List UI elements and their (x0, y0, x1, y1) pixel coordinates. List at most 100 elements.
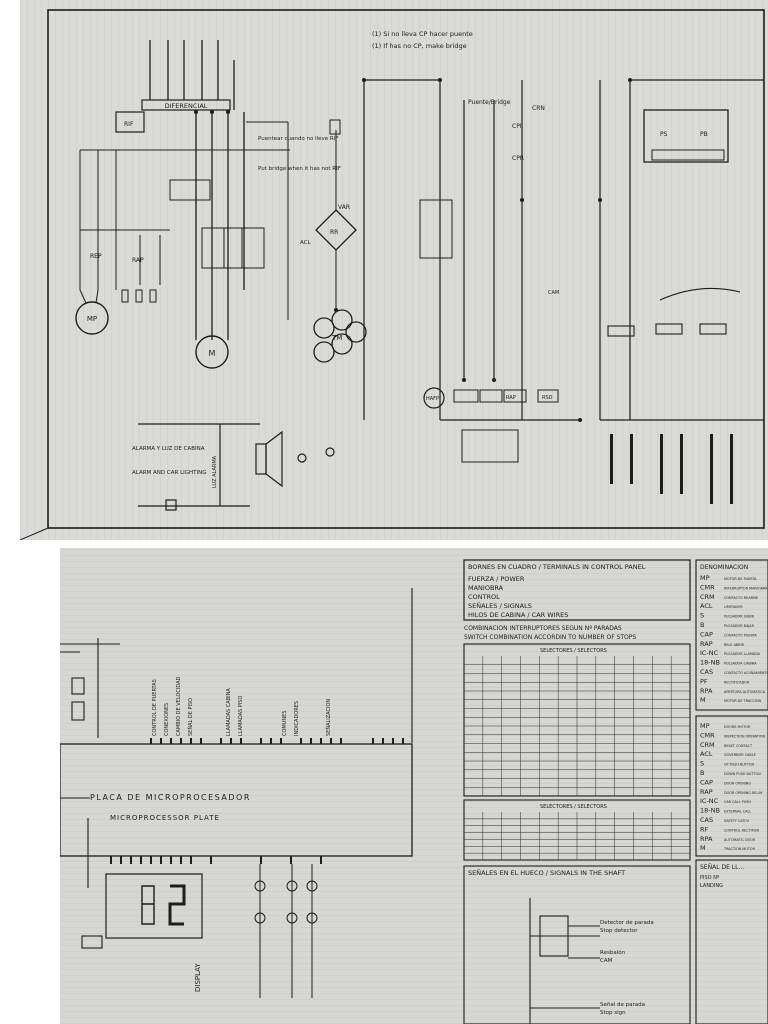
denomination-code: M (700, 844, 706, 852)
denomination-description: CAR CALL PUSH (724, 800, 751, 804)
denomination-code: CMR (700, 731, 715, 739)
mp-label: MP (87, 315, 97, 323)
rap-label: RAP (132, 257, 144, 264)
denomination-description: CONTACTO REARME (724, 596, 758, 600)
denomination-description: INTERRUPTOR MANIOBRA (724, 586, 768, 590)
bottom-relays (453, 389, 559, 463)
selector-grid-2: SELECTORES / SELECTORS (463, 799, 691, 861)
hafp-label: HAFP (426, 396, 439, 402)
denomination-code: CRM (700, 741, 715, 749)
denomination-description: DOWN PUSH BUTTON (724, 772, 761, 776)
denomination-description: RELE ABRIR (724, 643, 745, 647)
junction-nodes (194, 78, 632, 422)
denomination-description: LIMITADOR (724, 605, 743, 609)
denomination-description: PULSADOR SUBIR (724, 615, 755, 619)
stop-detector-es: Detector de parada (600, 920, 654, 926)
stop-detector-en: Stop detector (600, 928, 638, 934)
denomination-code: RAP (700, 788, 713, 796)
power-label: FUERZA / POWER (468, 575, 525, 583)
luz-alarma-label: LUZ ALARMA (212, 455, 218, 488)
piso-label: PISO Nº (700, 875, 720, 881)
differential-label: DIFERENCIAL (165, 102, 208, 110)
var-label: VAR (338, 204, 350, 211)
left-wiring (60, 588, 413, 949)
denomination-code: RPA (700, 687, 713, 695)
rif-relay (115, 111, 145, 133)
relay-coil-row (607, 287, 741, 337)
denomination-title: DENOMINACION (700, 564, 748, 571)
landing-label: LANDING (700, 883, 723, 889)
control-label: CONTROL (468, 593, 500, 601)
contactor-blocks (79, 121, 290, 320)
denomination-code: M (700, 696, 706, 704)
denomination-description: DOOR OPENING (724, 781, 751, 785)
indicator-lamps (254, 864, 318, 998)
schematic-sheet-bottom: CONTROL DE PUERTAS CONEXIONES CAMBIO DE … (60, 548, 768, 1024)
vlabel-7: INDICADORES (294, 701, 300, 736)
alarm-en: ALARM AND CAR LIGHTING (132, 470, 207, 476)
rep-label: REP (90, 253, 102, 260)
denomination-description: CONTROL RECTIFIER (724, 828, 760, 832)
control-bus-lines (363, 79, 764, 421)
denomination-code: 18-NB (700, 659, 720, 667)
landing-lights-box (695, 859, 768, 1024)
put-bridge-note: Put bridge when it has not RIF (258, 166, 341, 172)
denomination-description: RECTIFICADOR (724, 680, 750, 684)
denomination-code: CMR (700, 583, 715, 591)
shaft-drawing (529, 898, 600, 1024)
differential-box (141, 99, 231, 111)
denomination-code: IC-NC (700, 649, 719, 657)
note-en: (1) If has no CP, make bridge (372, 42, 467, 50)
denomination-code: B (700, 769, 704, 777)
denomination-code: IC-NC (700, 797, 719, 805)
vertical-terminal-labels: CONTROL DE PUERTAS CONEXIONES CAMBIO DE … (152, 676, 332, 736)
display-box (105, 873, 203, 939)
lights-title: SEÑAL DE LL... (700, 864, 744, 871)
maniobra-label: MANIOBRA (468, 584, 504, 592)
denomination-code: RPA (700, 835, 713, 843)
denomination-description: TRACTION MOTOR (723, 847, 756, 851)
puentear-note: Puentear cuando no lleve RIF (258, 136, 339, 142)
pb-label: PB (700, 131, 708, 138)
hafp-device (423, 387, 445, 409)
denomination-code: B (700, 621, 704, 629)
denomination-box-en (695, 715, 768, 857)
top-schematic-drawing: DIFERENCIAL RIF Puentear cuando no lleve… (20, 9, 765, 540)
denomination-description: RESET CONTACT (724, 744, 753, 748)
denomination-code: CAP (700, 630, 713, 638)
car-wires-label: HILOS DE CABINA / CAR WIRES (468, 611, 568, 619)
denomination-description: UP PUSH BUTTON (724, 763, 754, 767)
denomination-code: ACL (700, 750, 713, 758)
m-label: M (209, 349, 216, 358)
denomination-description: PULSADOR BAJAR (724, 624, 755, 628)
denomination-code: MP (700, 722, 710, 730)
signals-label: SEÑALES / SIGNALS (468, 601, 532, 610)
rsd-label: RSD (542, 395, 553, 401)
board-label-en: MICROPROCESSOR PLATE (110, 814, 220, 822)
denomination-code: ACL (700, 602, 713, 610)
board-label-es: PLACA DE MICROPROCESADOR (90, 793, 251, 802)
alarm-circuit (138, 423, 335, 511)
terminals-table (463, 559, 691, 621)
crn-label: CRN (532, 105, 545, 112)
cpr-label: CPR (512, 155, 524, 162)
denomination-box-es (695, 559, 768, 711)
denomination-description: INSPECTION OPERATION (724, 734, 765, 738)
ps-pb-box (643, 109, 729, 163)
display-label: DISPLAY (194, 963, 202, 992)
selector-grid-1: SELECTORES / SELECTORS (463, 643, 691, 797)
microprocessor-plate (60, 743, 413, 857)
vlabel-2: CAMBIO DE VELOCIDAD (176, 676, 182, 736)
denomination-code: CAS (700, 816, 713, 824)
denomination-description: CONTACTO PUERTA (724, 633, 757, 637)
stop-sign-en: Stop sign (600, 1010, 626, 1016)
denomination-code: CRM (700, 593, 715, 601)
vlabel-6: COMUNES (282, 711, 288, 736)
stop-sign-es: Señal de parada (600, 1002, 645, 1008)
tm-label: TM (331, 334, 342, 342)
vlabel-3: SEÑAL DE PISO (187, 698, 194, 736)
ps-label: PS (660, 131, 668, 138)
cpi-label: CPI (512, 123, 522, 130)
relay-block-15 (419, 199, 453, 259)
rap-relay-label: RAP (506, 395, 516, 401)
